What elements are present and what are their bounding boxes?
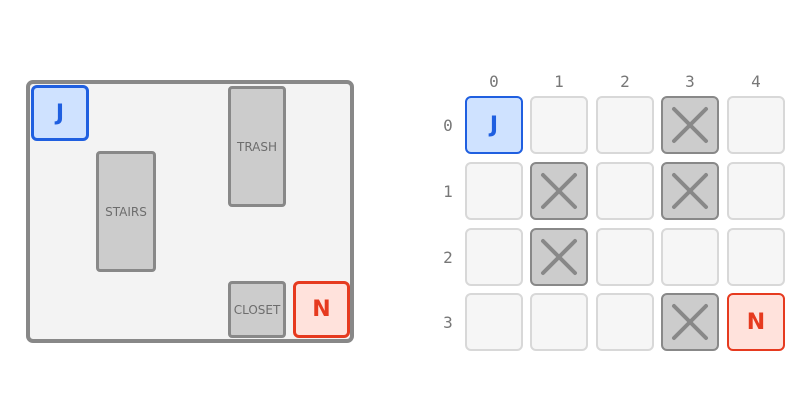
grid-cell-player-j[interactable]: J xyxy=(465,96,523,154)
x-mark-icon xyxy=(672,304,708,340)
token-j[interactable]: J xyxy=(31,85,89,141)
x-mark-icon xyxy=(541,239,577,275)
grid-cell-empty[interactable] xyxy=(596,228,654,286)
column-label-0: 0 xyxy=(489,72,499,91)
column-label-2: 2 xyxy=(620,72,630,91)
row-label-0: 0 xyxy=(443,116,453,135)
grid-cell-empty[interactable] xyxy=(465,228,523,286)
grid-cell-blocked[interactable] xyxy=(530,228,588,286)
column-label-1: 1 xyxy=(554,72,564,91)
stairs-block: STAIRS xyxy=(96,151,156,272)
grid-cell-empty[interactable] xyxy=(727,162,785,220)
closet-block: CLOSET xyxy=(228,281,286,338)
row-label-2: 2 xyxy=(443,248,453,267)
grid-cell-blocked[interactable] xyxy=(530,162,588,220)
grid-cell-player-n[interactable]: N xyxy=(727,293,785,351)
column-label-3: 3 xyxy=(685,72,695,91)
grid-cell-empty[interactable] xyxy=(465,293,523,351)
grid-cell-empty[interactable] xyxy=(465,162,523,220)
grid-cell-empty[interactable] xyxy=(596,162,654,220)
row-label-3: 3 xyxy=(443,313,453,332)
grid-cell-empty[interactable] xyxy=(596,96,654,154)
row-label-1: 1 xyxy=(443,182,453,201)
trash-block: TRASH xyxy=(228,86,286,207)
column-label-4: 4 xyxy=(751,72,761,91)
x-mark-icon xyxy=(672,173,708,209)
grid-cell-blocked[interactable] xyxy=(661,162,719,220)
token-n[interactable]: N xyxy=(293,281,350,338)
x-mark-icon xyxy=(541,173,577,209)
grid-cell-empty[interactable] xyxy=(596,293,654,351)
grid-cell-blocked[interactable] xyxy=(661,293,719,351)
grid-cell-empty[interactable] xyxy=(727,228,785,286)
grid-cell-empty[interactable] xyxy=(661,228,719,286)
grid-cell-empty[interactable] xyxy=(727,96,785,154)
grid-cell-empty[interactable] xyxy=(530,96,588,154)
grid-cell-empty[interactable] xyxy=(530,293,588,351)
x-mark-icon xyxy=(672,107,708,143)
grid-cell-blocked[interactable] xyxy=(661,96,719,154)
floor-plan: J TRASH STAIRS CLOSET N xyxy=(26,80,354,343)
